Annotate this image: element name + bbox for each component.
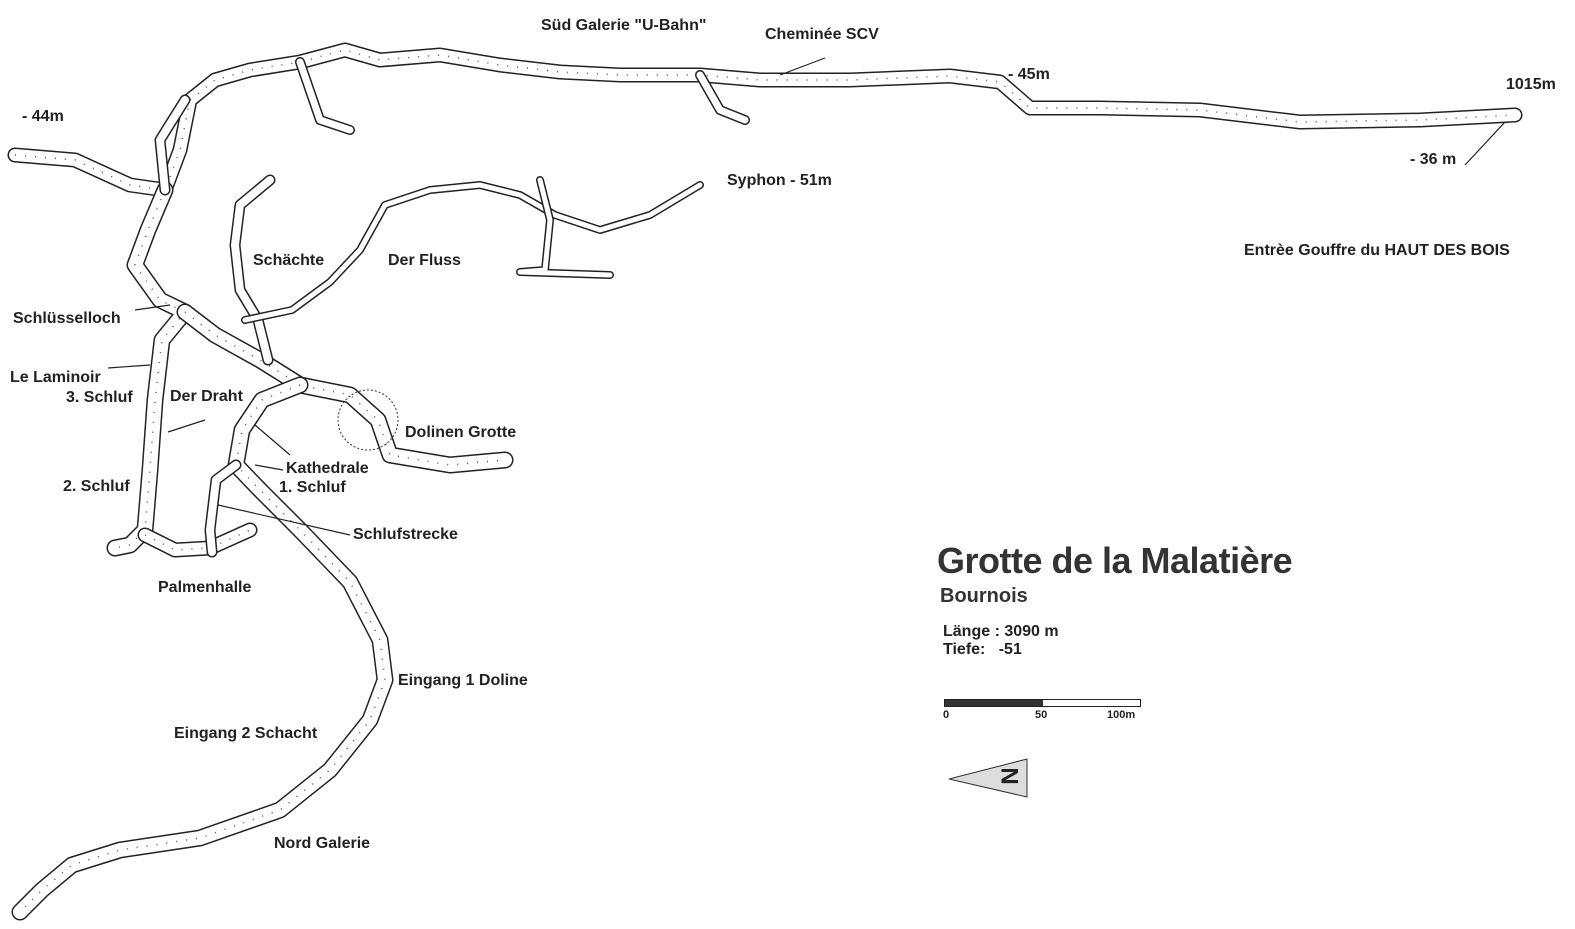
label-cheminee: Cheminée SCV [765, 26, 879, 43]
passage-schlufstrecke [206, 461, 240, 556]
passage-north-spur [156, 96, 189, 194]
label-schaechte: Schächte [253, 252, 325, 269]
label-palmenhalle: Palmenhalle [158, 579, 252, 596]
label-laminoir: Le Laminoir [10, 369, 101, 386]
label-kathedrale: Kathedrale [286, 460, 369, 477]
label-1015m: 1015m [1506, 76, 1556, 93]
leader-line [107, 364, 151, 369]
label-dolinen: Dolinen Grotte [405, 424, 517, 441]
leader-line [254, 424, 291, 456]
passage-ubahn-spur [696, 71, 749, 124]
label-minus45: - 45m [1008, 66, 1050, 83]
label-sued-galerie: Süd Galerie "U-Bahn" [541, 17, 707, 34]
scale-tick-0: 0 [943, 709, 950, 721]
label-eingang1: Eingang 1 Doline [398, 672, 528, 689]
passage-palmenhalle [139, 524, 256, 556]
label-schluf2: 2. Schluf [63, 478, 130, 495]
leader-line [254, 464, 284, 471]
passage-fluss-spur [517, 177, 613, 278]
passage-der-fluss [242, 182, 703, 323]
label-schluesselloch: Schlüsselloch [13, 310, 121, 327]
scale-tick-100: 100m [1107, 709, 1136, 721]
scale-bar [944, 699, 1141, 707]
label-der-fluss: Der Fluss [388, 252, 461, 269]
passage-schaechte [231, 176, 274, 364]
passage-upper-gallery [9, 44, 1521, 196]
label-eingang2: Eingang 2 Schacht [174, 725, 318, 742]
length-stat: Länge : 3090 m [943, 623, 1059, 640]
scale-tick-50: 50 [1035, 709, 1048, 721]
label-schluf3: 3. Schluf [66, 389, 133, 406]
label-entree: Entrèe Gouffre du HAUT DES BOIS [1244, 242, 1510, 259]
doline-outline [337, 389, 399, 451]
leader-line [167, 419, 206, 433]
map-title: Grotte de la Malatière [937, 540, 1293, 581]
label-syphon: Syphon - 51m [727, 172, 832, 189]
label-der-draht: Der Draht [170, 388, 243, 405]
passage-stipple [144, 529, 251, 551]
passage-dolinen-branch [178, 305, 512, 472]
passage-sued-spur [296, 58, 354, 134]
north-arrow-icon [948, 758, 1028, 798]
leader-line [134, 304, 171, 311]
leader-line [1464, 121, 1506, 166]
map-subtitle: Bournois [940, 585, 1028, 607]
label-nord-galerie: Nord Galerie [274, 835, 371, 852]
north-label: N [995, 767, 1023, 785]
label-minus44: - 44m [22, 108, 64, 125]
depth-stat: Tiefe: -51 [943, 641, 1022, 658]
label-schlufstrecke: Schlufstrecke [353, 526, 458, 543]
label-schluf1: 1. Schluf [279, 479, 346, 496]
leader-line [779, 57, 826, 76]
leader-line [217, 504, 351, 536]
passage-stipple [19, 384, 386, 913]
label-minus36: - 36 m [1410, 151, 1457, 168]
